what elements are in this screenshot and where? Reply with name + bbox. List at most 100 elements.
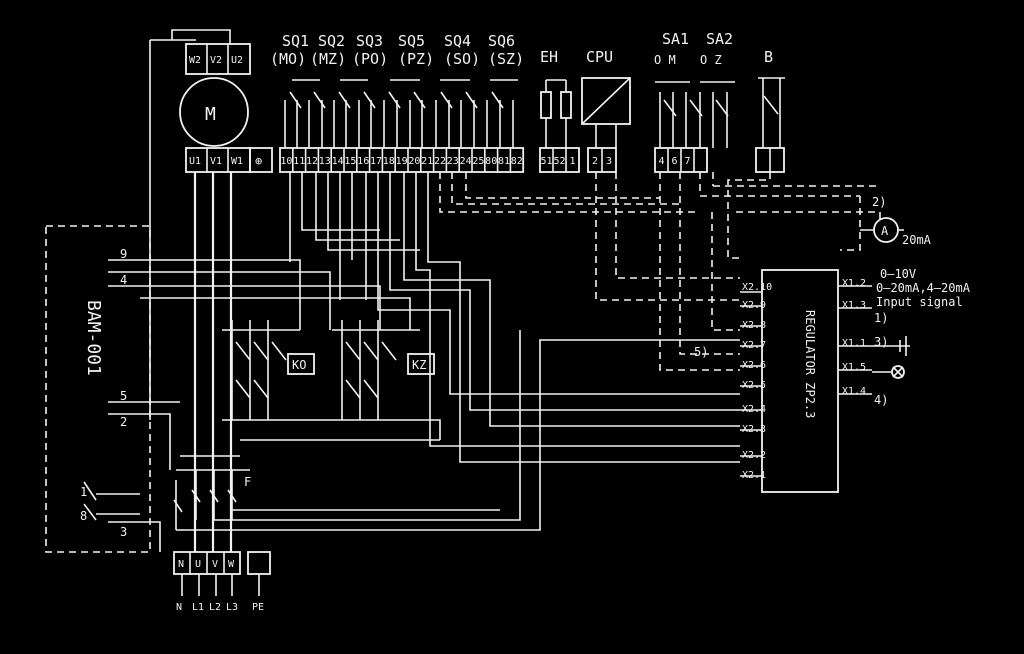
note-5: 5) — [694, 345, 708, 359]
label-sq3: SQ3 — [356, 32, 383, 50]
note-2: 2) — [872, 195, 886, 209]
terminal-10: 10 — [280, 156, 292, 167]
limit-switch-row — [284, 79, 518, 148]
regulator-pin-left: X2.9 — [742, 300, 766, 311]
note-3: 3) — [874, 335, 888, 349]
selector-switches — [655, 81, 735, 148]
regulator-pin-left: X2.2 — [742, 450, 766, 461]
terminal-1: 1 — [569, 156, 575, 167]
contactor-ko-label: KO — [292, 358, 306, 372]
terminal-81: 81 — [498, 156, 510, 167]
motor-term-u1: U1 — [189, 156, 201, 167]
bam-pin-8: 8 — [80, 509, 87, 523]
signal-range-2: 0–20mA,4–20mA — [876, 281, 971, 295]
terminal-7: 7 — [684, 156, 690, 167]
terminal-21: 21 — [421, 156, 433, 167]
label-eh: EH — [540, 48, 558, 66]
power-label-pe: PE — [252, 602, 264, 613]
power-label-l1: L1 — [192, 602, 204, 613]
labels: SQ1 SQ2 SQ3 SQ5 SQ4 SQ6 EH CPU SA1 SA2 B… — [80, 30, 971, 613]
cpu-module — [581, 77, 631, 148]
power-label-l3: L3 — [226, 602, 238, 613]
input-signal-label: Input signal — [876, 295, 963, 309]
power-label-n: N — [176, 602, 182, 613]
regulator-right-pins: X1.2X1.3X1.1X1.5X1.4 — [842, 278, 866, 397]
terminal-19: 19 — [396, 156, 408, 167]
label-sq4: SQ4 — [444, 32, 471, 50]
power-terminal-block — [173, 551, 271, 596]
power-code-u: U — [195, 559, 201, 570]
regulator-pin-right: X1.5 — [842, 362, 866, 373]
terminal-12: 12 — [306, 156, 318, 167]
terminal-20: 20 — [408, 156, 420, 167]
terminal-13: 13 — [319, 156, 331, 167]
control-wiring — [289, 172, 881, 463]
motor-term-w2: W2 — [189, 55, 201, 66]
bam-pin-1: 1 — [80, 485, 87, 499]
bam-module — [45, 225, 151, 553]
terminal-51: 51 — [540, 156, 552, 167]
bam-pin-5: 5 — [120, 389, 127, 403]
sublabel-sq4: (SO) — [444, 50, 480, 68]
regulator-pin-right: X1.3 — [842, 300, 866, 311]
terminal-6: 6 — [671, 156, 677, 167]
regulator-pin-left: X2.5 — [742, 380, 766, 391]
note-1: 1) — [874, 311, 888, 325]
terminal-14: 14 — [332, 156, 344, 167]
terminal-23: 23 — [447, 156, 459, 167]
terminal-block-1 — [539, 147, 580, 173]
regulator-pin-left: X2.1 — [742, 470, 766, 481]
terminal-11: 11 — [293, 156, 305, 167]
ammeter — [860, 217, 904, 243]
sublabel-sq3: (PO) — [352, 50, 388, 68]
regulator — [740, 269, 872, 493]
label-sa2: SA2 — [706, 30, 733, 48]
sublabel-sq6: (SZ) — [488, 50, 524, 68]
signal-range-1: 0–10V — [880, 267, 916, 281]
regulator-pin-right: X1.4 — [842, 386, 866, 397]
regulator-pin-left: X2.6 — [742, 360, 766, 371]
label-sq6: SQ6 — [488, 32, 515, 50]
terminal-80: 80 — [485, 156, 497, 167]
power-code-n: N — [178, 559, 184, 570]
motor-symbol: M — [205, 104, 216, 125]
regulator-pin-right: X1.1 — [842, 338, 866, 349]
motor-term-w1: W1 — [231, 156, 243, 167]
terminal-25: 25 — [472, 156, 484, 167]
terminal-2: 2 — [592, 156, 598, 167]
regulator-pin-left: X2.8 — [742, 320, 766, 331]
heater-eh — [540, 79, 572, 148]
terminal-15: 15 — [344, 156, 356, 167]
regulator-title: REGULATOR ZP2.3 — [803, 310, 817, 418]
terminal-18: 18 — [383, 156, 395, 167]
ammeter-symbol: A — [881, 224, 889, 238]
terminal-22: 22 — [434, 156, 446, 167]
terminal-82: 82 — [511, 156, 523, 167]
motor-term-v2: V2 — [210, 55, 222, 66]
relay-f-label: F — [244, 475, 251, 489]
motor-ground-icon: ⊕ — [255, 154, 262, 168]
sublabel-sq1: (MO) — [270, 50, 306, 68]
terminal-24: 24 — [460, 156, 472, 167]
bam-pin-2: 2 — [120, 415, 127, 429]
bam-pin-3: 3 — [120, 525, 127, 539]
label-b: B — [764, 48, 773, 66]
regulator-pin-left: X2.10 — [742, 282, 772, 293]
power-code-w: W — [228, 559, 235, 570]
sublabel-sq2: (MZ) — [310, 50, 346, 68]
regulator-pin-left: X2.7 — [742, 340, 766, 351]
regulator-left-pins: X2.10X2.9X2.8X2.7X2.6X2.5X2.4X2.3X2.2X2.… — [742, 282, 772, 481]
output-devices — [872, 336, 910, 379]
power-wiring — [140, 29, 740, 552]
label-sa1: SA1 — [662, 30, 689, 48]
motor — [179, 43, 273, 173]
label-sq1: SQ1 — [282, 32, 309, 50]
regulator-pin-left: X2.3 — [742, 424, 766, 435]
sublabel-sa1-modes: O M — [654, 53, 676, 67]
contactor-kz-label: KZ — [412, 358, 426, 372]
bam-pin-4: 4 — [120, 273, 127, 287]
power-code-v: V — [212, 559, 218, 570]
